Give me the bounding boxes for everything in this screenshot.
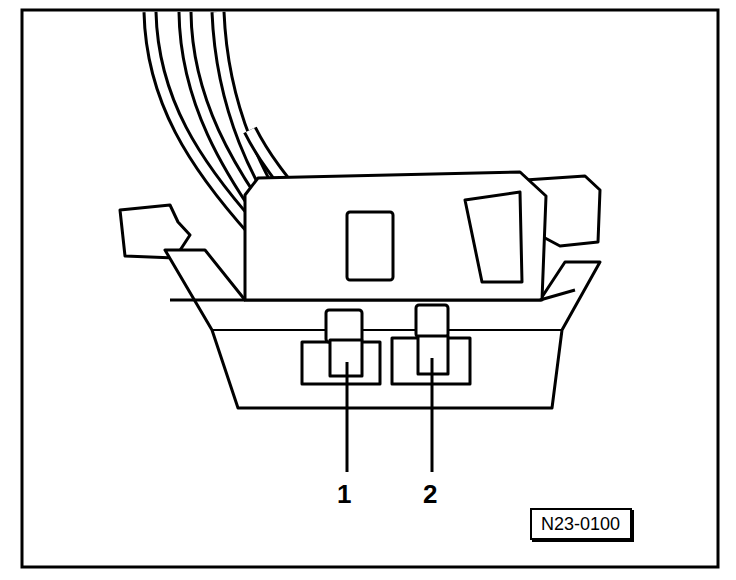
callout-number: 2 (423, 481, 437, 507)
leader-lines (347, 358, 432, 472)
connector-housing (120, 172, 600, 408)
figure-frame (22, 10, 718, 567)
figure-code-box: N23-0100 (530, 508, 632, 540)
figure-code: N23-0100 (541, 515, 630, 533)
callout-number: 1 (337, 481, 351, 507)
